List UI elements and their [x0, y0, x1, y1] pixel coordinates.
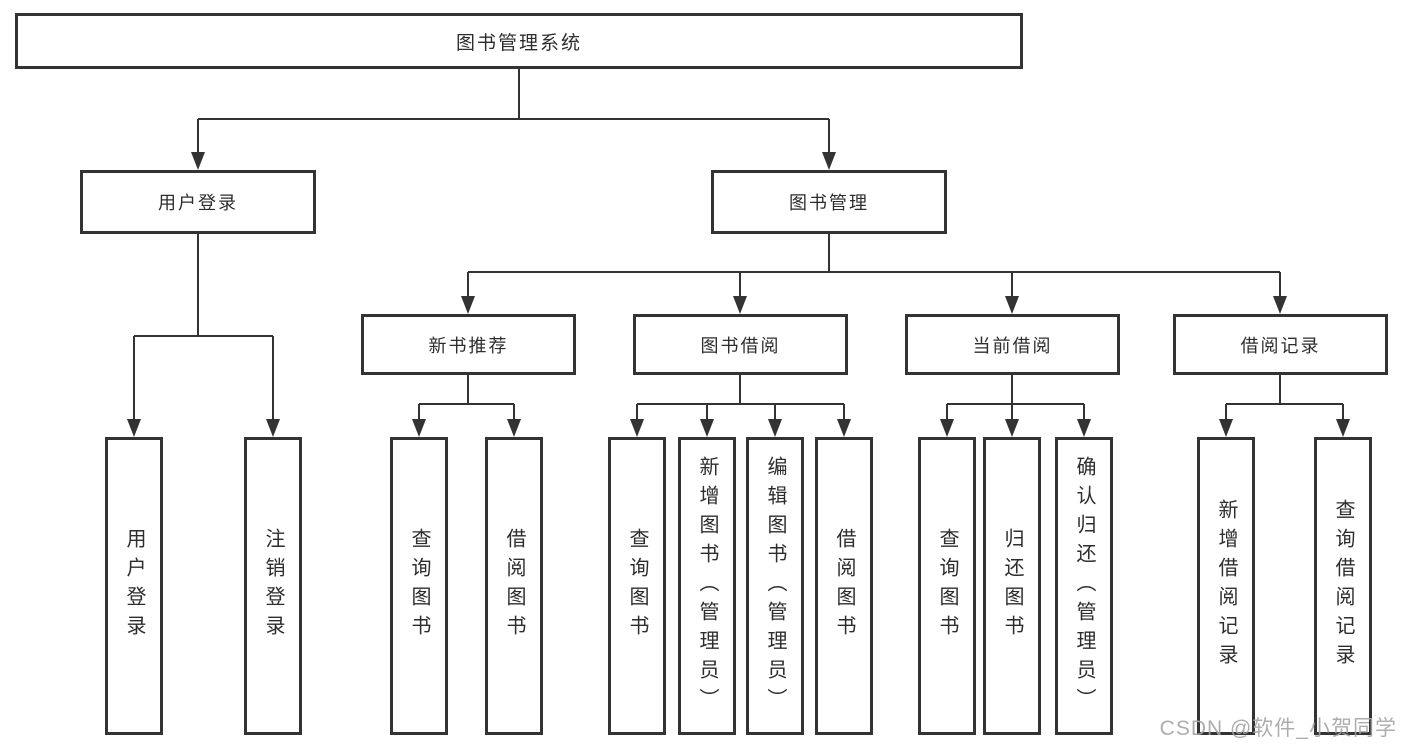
node-leaf-query-borrow-record: 查询借阅记录 [1314, 437, 1372, 735]
node-leaf-add-borrow-record-label: 新增借阅记录 [1215, 499, 1237, 673]
node-borrowing-records: 借阅记录 [1173, 314, 1388, 375]
arrow-down-icon [266, 419, 280, 437]
node-leaf-confirm-return-admin-label: 确认归还（管理员） [1073, 455, 1095, 717]
node-leaf-return-books: 归还图书 [983, 437, 1041, 735]
node-book-borrowing-label: 图书借阅 [700, 335, 781, 356]
node-leaf-borrow-books-1: 借阅图书 [485, 437, 543, 735]
node-leaf-query-books-2-label: 查询图书 [626, 528, 648, 644]
arrow-down-icon [127, 419, 141, 437]
node-leaf-logout-label: 注销登录 [262, 528, 284, 644]
node-leaf-query-borrow-record-label: 查询借阅记录 [1332, 499, 1354, 673]
node-user-login-label: 用户登录 [158, 193, 238, 213]
node-root: 图书管理系统 [15, 13, 1023, 69]
node-leaf-query-books-2: 查询图书 [608, 437, 666, 735]
node-new-book-recommend: 新书推荐 [361, 314, 576, 375]
connector-current-borrowing [940, 375, 1091, 437]
connector-new-book-recommend [412, 375, 521, 437]
node-leaf-edit-books-admin-label: 编辑图书（管理员） [764, 455, 786, 717]
arrow-down-icon [700, 419, 714, 437]
node-user-login: 用户登录 [80, 170, 316, 234]
connector-user-login [127, 233, 280, 437]
node-leaf-user-login-label: 用户登录 [123, 528, 145, 644]
node-new-book-recommend-label: 新书推荐 [428, 335, 509, 356]
arrow-down-icon [837, 419, 851, 437]
node-current-borrowing: 当前借阅 [905, 314, 1120, 375]
arrow-down-icon [461, 296, 475, 314]
arrow-down-icon [1005, 296, 1019, 314]
node-leaf-logout: 注销登录 [244, 437, 302, 735]
node-leaf-user-login: 用户登录 [105, 437, 163, 735]
node-book-management-label: 图书管理 [789, 193, 869, 213]
arrow-down-icon [1005, 419, 1019, 437]
node-root-label: 图书管理系统 [455, 32, 582, 54]
node-leaf-return-books-label: 归还图书 [1001, 528, 1023, 644]
connector-book-borrowing [630, 375, 851, 437]
node-leaf-query-books-3-label: 查询图书 [936, 528, 958, 644]
arrow-down-icon [1077, 419, 1091, 437]
arrow-down-icon [940, 419, 954, 437]
arrow-down-icon [768, 419, 782, 437]
arrow-down-icon [507, 419, 521, 437]
node-book-borrowing: 图书借阅 [633, 314, 848, 375]
node-leaf-query-books-1: 查询图书 [390, 437, 448, 735]
watermark: CSDN @软件_小贺同学 [1159, 717, 1397, 740]
node-leaf-borrow-books-2-label: 借阅图书 [833, 528, 855, 644]
connector-borrowing-records [1219, 375, 1350, 437]
node-leaf-add-books-admin-label: 新增图书（管理员） [696, 455, 718, 717]
node-leaf-borrow-books-2: 借阅图书 [815, 437, 873, 735]
node-leaf-query-books-1-label: 查询图书 [408, 528, 430, 644]
node-leaf-add-borrow-record: 新增借阅记录 [1197, 437, 1255, 735]
arrow-down-icon [733, 296, 747, 314]
node-leaf-edit-books-admin: 编辑图书（管理员） [746, 437, 804, 735]
node-book-management: 图书管理 [711, 170, 947, 234]
node-borrowing-records-label: 借阅记录 [1240, 335, 1321, 356]
connector-book-management [461, 234, 1287, 314]
connector-root [191, 69, 836, 170]
arrow-down-icon [1273, 296, 1287, 314]
node-leaf-add-books-admin: 新增图书（管理员） [678, 437, 736, 735]
arrow-down-icon [630, 419, 644, 437]
node-leaf-borrow-books-1-label: 借阅图书 [503, 528, 525, 644]
arrow-down-icon [822, 152, 836, 170]
arrow-down-icon [1336, 419, 1350, 437]
node-leaf-query-books-3: 查询图书 [918, 437, 976, 735]
node-current-borrowing-label: 当前借阅 [972, 335, 1053, 356]
node-leaf-confirm-return-admin: 确认归还（管理员） [1055, 437, 1113, 735]
arrow-down-icon [412, 419, 426, 437]
arrow-down-icon [1219, 419, 1233, 437]
arrow-down-icon [191, 152, 205, 170]
